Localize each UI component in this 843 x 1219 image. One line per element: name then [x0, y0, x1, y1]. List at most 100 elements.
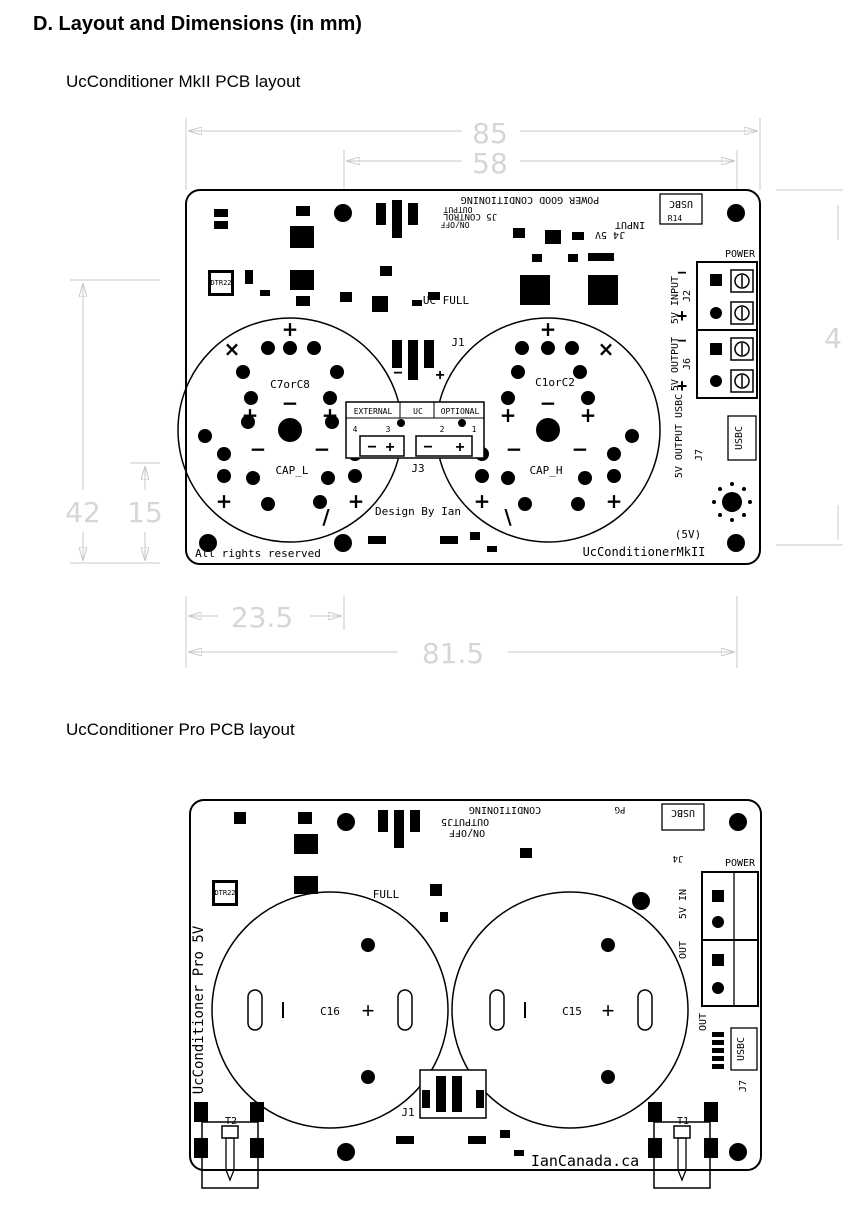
svg-text:+: + — [385, 439, 394, 456]
mk2-c7c8: C7orC8 — [270, 378, 310, 391]
mk2-onoff: ON/OFF — [440, 220, 469, 229]
pro-board: CONDITIONING OUTPUTJ5 ON/OFF PG USBC POW… — [189, 799, 762, 1189]
mk2-output-label: 5V OUTPUT — [670, 337, 681, 391]
svg-text:+: + — [455, 439, 464, 456]
mk2-board: POWER GOOD CONDITIONING OUTPUT ON/OFF J5… — [177, 189, 761, 565]
svg-text:−: − — [367, 439, 376, 456]
mk2-board-name: UcConditionerMkII — [583, 545, 706, 559]
dim-top-inner: 58 — [472, 147, 508, 180]
pro-c16: C16 — [320, 1005, 340, 1018]
svg-text:2: 2 — [440, 425, 445, 434]
svg-text:+: + — [348, 489, 365, 513]
svg-text:4: 4 — [353, 425, 358, 434]
dim-left-inner: 15 — [127, 496, 163, 529]
svg-text:+: + — [677, 306, 688, 326]
dim-bottom-outer: 81.5 — [422, 637, 484, 670]
pro-j1: J1 — [401, 1106, 414, 1119]
mk2-uc-full: UC FULL — [423, 294, 470, 307]
pro-out-label: OUT — [678, 941, 689, 959]
mk2-design-by: Design By Ian — [375, 505, 461, 518]
pro-c15: C15 — [562, 1005, 582, 1018]
mk2-usbc-top: USBC — [669, 198, 693, 209]
dim-right-partial: 4 — [824, 322, 842, 355]
pro-j7: J7 — [738, 1080, 749, 1092]
svg-text:×: × — [598, 337, 615, 361]
pro-onoff: ON/OFF — [449, 827, 485, 838]
svg-text:\: \ — [504, 505, 512, 529]
svg-text:−: − — [314, 437, 331, 461]
svg-text:+: + — [602, 998, 615, 1023]
mk2-uc: UC — [413, 407, 423, 416]
mk2-power-good: POWER GOOD CONDITIONING — [461, 194, 599, 205]
svg-text:−: − — [506, 437, 523, 461]
pro-power: POWER — [725, 858, 756, 869]
pro-pg: PG — [615, 804, 626, 814]
svg-text:−: − — [423, 439, 432, 456]
svg-text:−: − — [282, 391, 299, 415]
svg-text:+: + — [540, 317, 557, 341]
mk2-input-label: 5V INPUT — [670, 276, 681, 324]
section-heading: D. Layout and Dimensions (in mm) — [33, 13, 362, 35]
svg-text:+: + — [580, 403, 597, 427]
svg-text:−: − — [540, 391, 557, 415]
mk2-j7: J7 — [694, 449, 705, 461]
mk2-j6: J6 — [682, 358, 693, 370]
svg-text:3: 3 — [386, 425, 391, 434]
mk2-r14: R14 — [668, 214, 683, 223]
mk2-output-top: OUTPUT — [443, 205, 472, 214]
mk2-cap-h: CAP_H — [529, 464, 562, 477]
pro-conditioning: CONDITIONING — [469, 804, 541, 815]
svg-text:OUT: OUT — [698, 1013, 709, 1031]
pro-t1: T1 — [677, 1116, 689, 1127]
mk2-rights: All rights reserved — [195, 547, 321, 560]
pro-usbc-side: USBC — [736, 1037, 747, 1061]
mk2-j3: J3 — [411, 462, 424, 475]
pro-output-j5: OUTPUTJ5 — [441, 816, 489, 827]
mk2-power: POWER — [725, 249, 756, 260]
svg-text:+: + — [435, 367, 444, 384]
pro-in-label: 5V IN — [678, 889, 689, 919]
svg-text:−: − — [250, 437, 267, 461]
dim-bottom-inner: 23.5 — [231, 601, 293, 634]
svg-text:+: + — [242, 403, 259, 427]
pro-side-name: UcConditioner Pro 5V — [191, 925, 207, 1094]
svg-text:×: × — [224, 337, 241, 361]
mk2-cap-l: CAP_L — [275, 464, 308, 477]
mk2-usbc-side: USBC — [734, 426, 745, 450]
pro-usbc-top: USBC — [671, 807, 695, 818]
svg-text:−: − — [393, 365, 402, 382]
svg-text:−: − — [572, 437, 589, 461]
svg-text:−: − — [677, 333, 686, 350]
pro-brand: IanCanada.ca — [531, 1152, 639, 1170]
svg-text:+: + — [216, 489, 233, 513]
pro-full: FULL — [373, 888, 400, 901]
svg-text:+: + — [322, 403, 339, 427]
mk2-external: EXTERNAL — [354, 407, 393, 416]
mk2-j5-control: J5 CONTROL — [443, 211, 497, 221]
svg-text:1: 1 — [472, 425, 477, 434]
svg-text:+: + — [362, 998, 375, 1023]
mk2-c1c2: C1orC2 — [535, 376, 575, 389]
mk2-optional: OPTIONAL — [441, 407, 480, 416]
dim-left-outer: 42 — [65, 496, 101, 529]
svg-text:DTR22: DTR22 — [210, 279, 231, 287]
pro-j4: J4 — [673, 853, 684, 863]
mk2-j1: J1 — [451, 336, 464, 349]
mk2-caption: UcConditioner MkII PCB layout — [66, 72, 301, 91]
mk2-dimensions: 85 58 42 15 4 23.5 81.5 — [65, 117, 843, 670]
mk2-j2: J2 — [682, 290, 693, 302]
mk2-j4-5v: J4 5V — [595, 229, 625, 240]
mk2-input: INPUT — [615, 219, 645, 230]
svg-text:/: / — [322, 505, 330, 529]
svg-text:+: + — [606, 489, 623, 513]
pro-t2: T2 — [225, 1116, 237, 1127]
svg-text:+: + — [500, 403, 517, 427]
dim-top-outer: 85 — [472, 117, 508, 150]
svg-text:DTR22: DTR22 — [214, 889, 235, 897]
mk2-five-v: (5V) — [675, 528, 702, 541]
svg-text:+: + — [282, 317, 299, 341]
mk2-usbc-output: 5V OUTPUT USBC — [674, 394, 685, 478]
svg-text:+: + — [474, 489, 491, 513]
svg-text:+: + — [677, 376, 688, 396]
